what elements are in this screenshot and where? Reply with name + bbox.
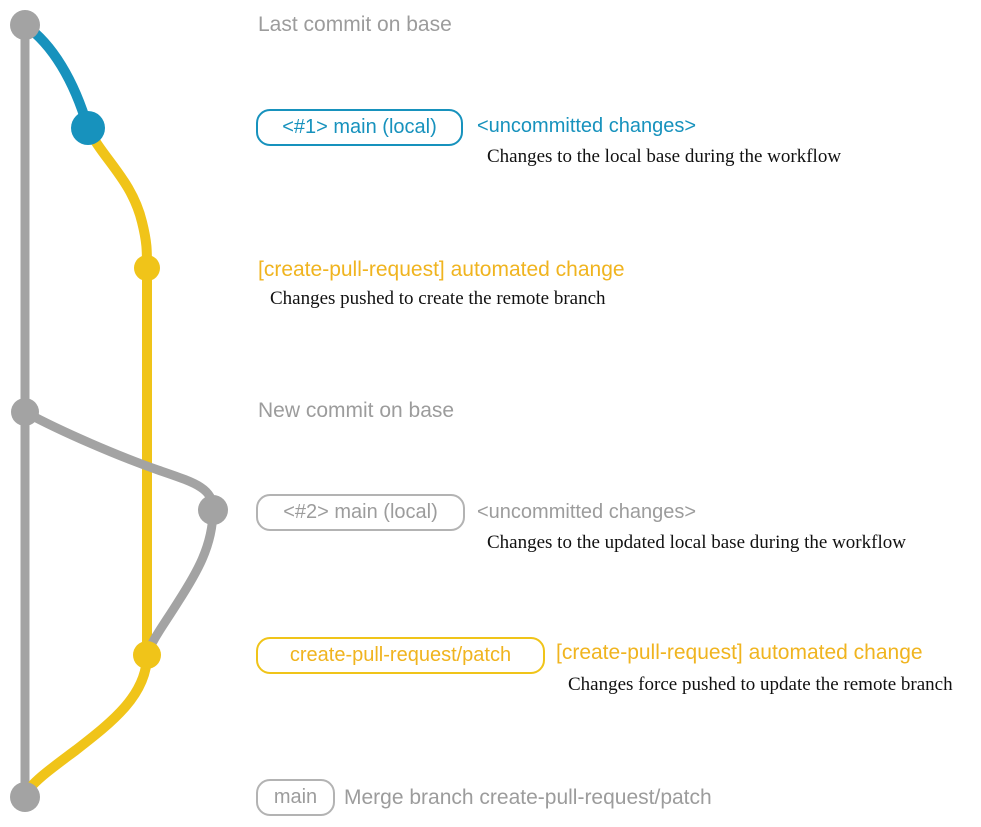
status-uncommitted-changes-2: <uncommitted changes> xyxy=(477,501,697,523)
heading-last-commit-on-base: Last commit on base xyxy=(258,13,452,36)
commit-message-automated-change-1: [create-pull-request] automated change xyxy=(258,258,625,281)
branch-label-main-local-2-text: <#2> main (local) xyxy=(283,501,438,523)
commit-message-merge-branch: Merge branch create-pull-request/patch xyxy=(344,786,712,809)
local-main-curve-1 xyxy=(20,20,93,133)
branch-label-main-local-1-text: <#1> main (local) xyxy=(282,116,437,138)
commit-message-automated-change-2: [create-pull-request] automated change xyxy=(556,641,923,664)
branch-label-main: main xyxy=(256,779,335,816)
commit-dot-base-new xyxy=(11,398,39,426)
local-main-curve-2 xyxy=(20,407,218,660)
branch-label-create-pull-request-patch-text: create-pull-request/patch xyxy=(289,644,512,666)
branch-label-main-local-2: <#2> main (local) xyxy=(256,494,465,531)
caption-pushed-to-create-remote: Changes pushed to create the remote bran… xyxy=(270,288,606,309)
status-uncommitted-changes-1: <uncommitted changes> xyxy=(477,115,697,137)
commit-dot-uncommitted-2 xyxy=(198,495,228,525)
git-graph xyxy=(10,10,228,812)
commit-dot-automated-change-1 xyxy=(134,255,160,281)
branch-label-create-pull-request-patch: create-pull-request/patch xyxy=(256,637,545,674)
caption-local-base-changes-1: Changes to the local base during the wor… xyxy=(487,146,842,167)
commit-dot-uncommitted-1 xyxy=(71,111,105,145)
heading-new-commit-on-base: New commit on base xyxy=(258,399,455,422)
commit-dot-base-top xyxy=(10,10,40,40)
branch-label-main-text: main xyxy=(273,786,318,808)
caption-updated-local-base-changes: Changes to the updated local base during… xyxy=(487,532,906,553)
commit-dot-merge xyxy=(10,782,40,812)
commit-dot-automated-change-2 xyxy=(133,641,161,669)
caption-force-pushed-to-update-remote: Changes force pushed to update the remot… xyxy=(568,674,953,695)
branch-label-main-local-1: <#1> main (local) xyxy=(256,109,463,146)
